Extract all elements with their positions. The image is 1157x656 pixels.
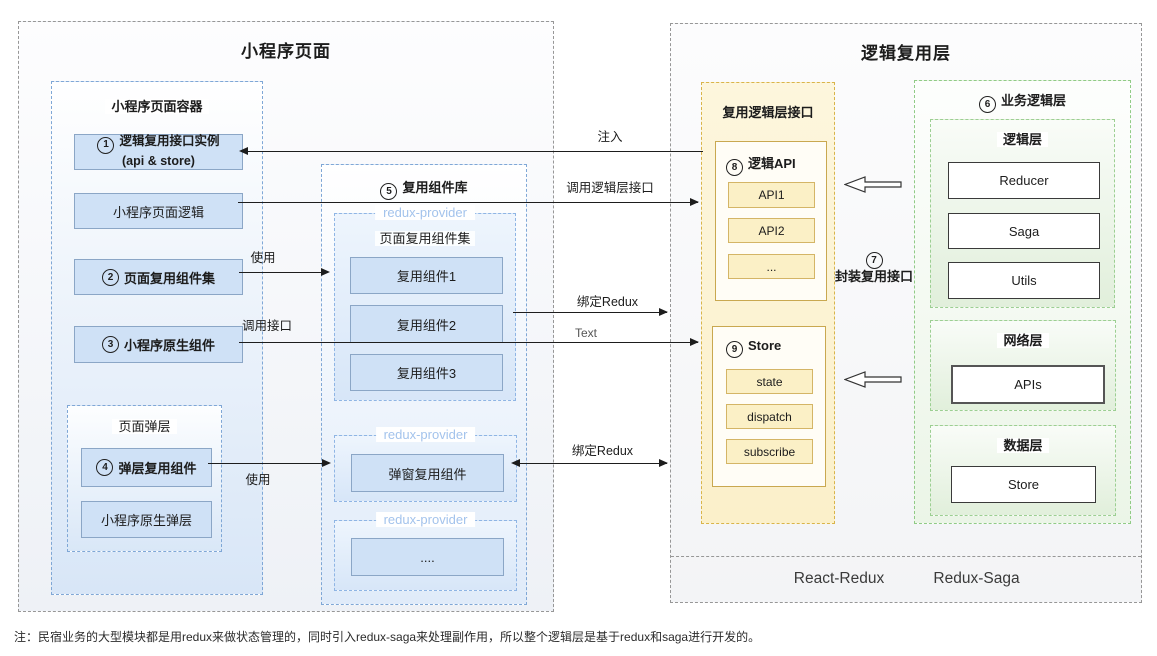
call-api-arrow-label: 调用接口 xyxy=(241,319,292,333)
bind-redux-upper-arrowhead-icon xyxy=(659,308,668,316)
bind-redux-lower-arrow-line xyxy=(513,463,667,464)
right-panel-title: 逻辑复用层 xyxy=(861,44,951,63)
text-arrow-label: Text xyxy=(574,326,597,340)
bind-redux-upper-arrow-label: 绑定Redux xyxy=(576,295,639,309)
page-popup-layer-box: 页面弹层 4 弹层复用组件 小程序原生弹层 xyxy=(67,405,222,552)
redux-provider-label-1: redux-provider xyxy=(375,205,475,220)
wrap-reuse-interface-label: 7 封装复用接口 xyxy=(828,249,920,286)
use-upper-arrow-line xyxy=(239,272,328,273)
apis-box: APIs xyxy=(951,365,1105,404)
popup-reusable-component-box: 4 弹层复用组件 xyxy=(81,448,212,487)
data-store-box: Store xyxy=(951,466,1096,503)
bind-redux-lower-arrowhead-left-icon xyxy=(511,459,520,467)
state-box: state xyxy=(726,369,813,394)
network-layer-section: 网络层 APIs xyxy=(930,320,1116,411)
api2-box: API2 xyxy=(728,218,815,243)
redux-provider-box-3: redux-provider .... xyxy=(334,512,517,591)
block-arrow-left-icon xyxy=(843,176,902,198)
provider1-title: 页面复用组件集 xyxy=(335,228,515,247)
reuse-logic-interface-title: 复用逻辑层接口 xyxy=(722,105,814,120)
more-components-box: .... xyxy=(351,538,504,576)
use-upper-arrowhead-icon xyxy=(321,268,330,276)
network-layer-title: 网络层 xyxy=(931,330,1115,349)
circled-7: 7 xyxy=(865,252,883,269)
api1-box: API1 xyxy=(728,182,815,208)
block-arrow-left-icon xyxy=(843,371,902,393)
redux-saga-label: Redux-Saga xyxy=(933,570,1020,587)
circled-1: 1 xyxy=(97,137,115,155)
inject-arrow-label: 注入 xyxy=(597,130,623,144)
bind-redux-lower-arrow-label: 绑定Redux xyxy=(571,444,634,458)
redux-provider-label-2: redux-provider xyxy=(375,427,476,442)
reusable-component-3-box: 复用组件3 xyxy=(350,354,503,391)
popup-layer-title: 页面弹层 xyxy=(68,416,221,435)
call-logic-arrowhead-icon xyxy=(690,198,699,206)
reusable-component-1-box: 复用组件1 xyxy=(350,257,503,294)
call-api-arrowhead-icon xyxy=(690,338,699,346)
use-upper-arrow-label: 使用 xyxy=(250,251,276,265)
saga-box: Saga xyxy=(948,213,1100,249)
native-components-box: 3 小程序原生组件 xyxy=(74,326,243,363)
native-popup-box: 小程序原生弹层 xyxy=(81,501,212,538)
page-logic-box: 小程序页面逻辑 xyxy=(74,193,243,229)
react-redux-label: React-Redux xyxy=(793,570,885,587)
circled-4: 4 xyxy=(96,459,114,476)
call-api-arrow-line xyxy=(239,342,698,343)
circled-6: 6 xyxy=(978,96,996,113)
circled-9: 9 xyxy=(726,341,743,358)
subscribe-box: subscribe xyxy=(726,439,813,464)
bind-redux-upper-arrow-line xyxy=(513,312,667,313)
redux-provider-box-2: redux-provider 弹窗复用组件 xyxy=(334,427,517,502)
call-logic-arrow-label: 调用逻辑层接口 xyxy=(566,181,654,195)
circled-2: 2 xyxy=(101,268,119,286)
circled-3: 3 xyxy=(101,336,119,353)
popup-window-component-box: 弹窗复用组件 xyxy=(351,454,504,492)
use-lower-arrow-label: 使用 xyxy=(245,473,271,487)
api-more-box: ... xyxy=(728,254,815,279)
data-layer-section: 数据层 Store xyxy=(930,425,1116,516)
call-logic-arrow-line xyxy=(238,202,698,203)
inject-arrow-line xyxy=(241,151,703,152)
bind-redux-lower-arrowhead-right-icon xyxy=(659,459,668,467)
circled-5: 5 xyxy=(380,183,398,200)
redux-provider-box-1: redux-provider 页面复用组件集 复用组件1 复用组件2 复用组件3 xyxy=(334,205,516,401)
logic-layer-section: 逻辑层 Reducer Saga Utils xyxy=(930,119,1115,308)
reducer-box: Reducer xyxy=(948,162,1100,199)
circled-8: 8 xyxy=(726,159,743,176)
reusable-component-2-box: 复用组件2 xyxy=(350,305,503,343)
left-panel-title: 小程序页面 xyxy=(241,42,331,61)
utils-box: Utils xyxy=(948,262,1100,299)
footnote: 注：民宿业务的大型模块都是用redux来做状态管理的，同时引入redux-sag… xyxy=(14,630,761,644)
footer-divider xyxy=(671,556,1141,557)
inject-arrowhead-icon xyxy=(239,147,248,155)
logic-layer-title: 逻辑层 xyxy=(931,129,1114,148)
use-lower-arrowhead-icon xyxy=(322,459,331,467)
page-container-title: 小程序页面容器 xyxy=(52,96,262,115)
use-lower-arrow-line xyxy=(208,463,329,464)
page-reusable-components-box: 2 页面复用组件集 xyxy=(74,259,243,295)
dispatch-box: dispatch xyxy=(726,404,813,429)
redux-provider-label-3: redux-provider xyxy=(375,512,476,527)
data-layer-title: 数据层 xyxy=(931,435,1115,454)
